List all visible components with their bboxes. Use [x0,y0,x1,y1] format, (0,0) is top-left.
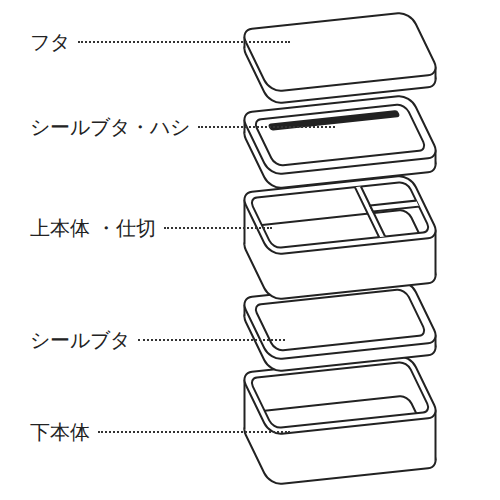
label-row: 上本体 ・仕切 [30,213,272,243]
leader-line [198,126,335,128]
part-label: フタ [30,32,70,52]
leader-line [164,227,272,229]
part-label: シールブタ・ハシ [30,117,190,137]
seal-lid-chopsticks [240,95,440,189]
part-label: シールブタ [30,330,130,350]
leader-line [138,339,285,341]
part-label: 下本体 [30,422,90,442]
part-label: 上本体 ・仕切 [30,218,156,238]
leader-line [98,431,290,433]
label-row: シールブタ・ハシ [30,112,335,142]
lid [240,12,440,104]
label-row: シールブタ [30,325,285,355]
leader-line [78,41,290,43]
upper-body [234,175,450,300]
label-row: 下本体 [30,417,290,447]
label-row: フタ [30,27,290,57]
lower-body [231,355,453,485]
